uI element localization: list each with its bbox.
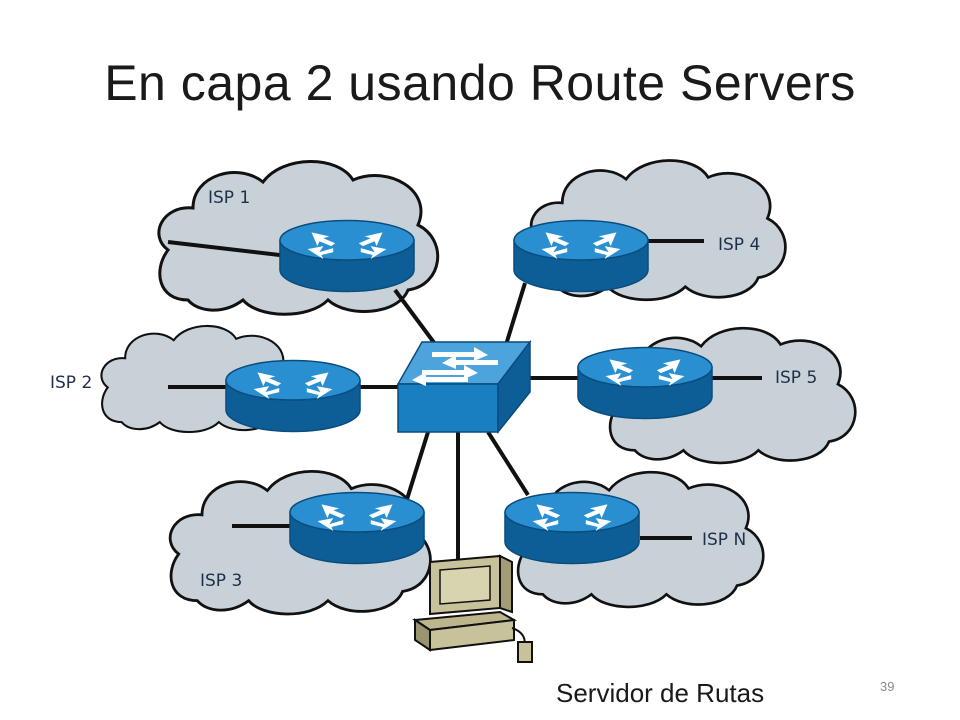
computer-terminal-icon bbox=[412, 554, 533, 663]
router-isp3 bbox=[289, 491, 425, 565]
link-ispn-switch bbox=[486, 430, 530, 497]
router-ispn bbox=[504, 491, 640, 565]
switch-icon bbox=[396, 339, 532, 435]
route-server-label: Servidor de Rutas bbox=[556, 678, 765, 708]
router-isp5 bbox=[577, 346, 713, 420]
label-isp2: ISP 2 bbox=[50, 373, 92, 393]
router-isp1 bbox=[279, 219, 415, 293]
link-isp1-ext bbox=[167, 240, 289, 258]
router-isp4 bbox=[513, 219, 649, 293]
link-isp4-switch bbox=[503, 282, 527, 349]
label-isp4: ISP 4 bbox=[718, 235, 760, 255]
links bbox=[167, 239, 762, 560]
label-isp1: ISP 1 bbox=[208, 188, 250, 208]
router-isp2 bbox=[225, 359, 361, 433]
label-ispn: ISP N bbox=[702, 530, 746, 550]
label-isp3: ISP 3 bbox=[200, 571, 242, 591]
slide-title: En capa 2 usando Route Servers bbox=[104, 55, 856, 111]
page-number: 39 bbox=[880, 679, 895, 694]
label-isp5: ISP 5 bbox=[775, 368, 817, 388]
link-isp1-switch bbox=[393, 288, 440, 350]
